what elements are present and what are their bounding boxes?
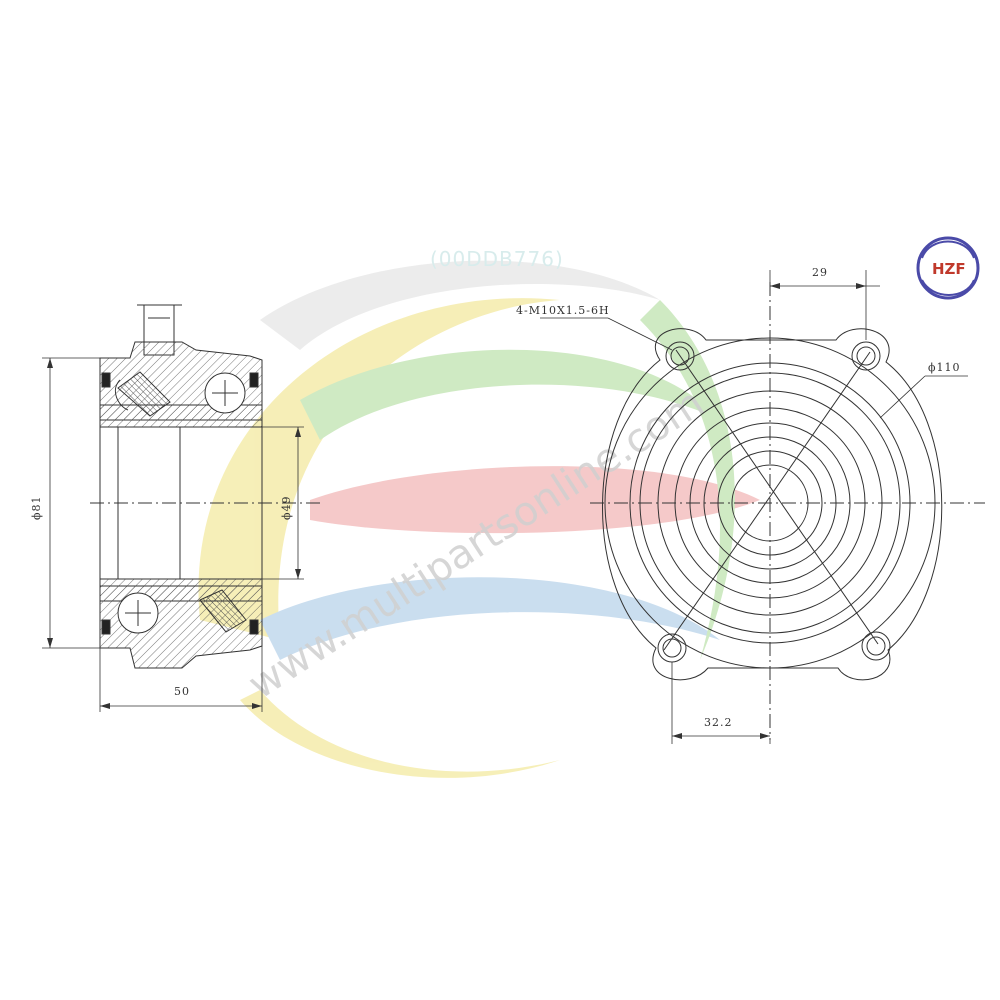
roller-bottom-right — [199, 589, 247, 633]
label-outer-diameter: ϕ81 — [30, 496, 43, 521]
bolt-hole-top-left — [665, 341, 695, 371]
watermark-swoosh-green-right — [640, 300, 735, 660]
seal-bottom-left — [101, 619, 111, 635]
label-flange-diameter: ϕ110 — [928, 361, 961, 374]
watermark-swoosh-gray — [260, 260, 660, 350]
seal-top-left — [101, 372, 111, 388]
face-view — [540, 270, 985, 744]
label-top-offset: 29 — [812, 266, 828, 279]
bolt-hole-bottom-right — [861, 631, 891, 661]
hzf-logo: HZF — [916, 236, 980, 300]
watermark-swooshes — [198, 260, 760, 778]
watermark-swoosh-green — [300, 349, 720, 440]
label-bore-diameter: ϕ49 — [280, 496, 293, 521]
logo-text: HZF — [932, 260, 966, 278]
label-width: 50 — [174, 685, 190, 698]
watermark-swoosh-yellow-low — [240, 690, 560, 778]
cross-section-view — [42, 304, 320, 712]
seal-bottom-right — [249, 619, 259, 635]
roller-top-left — [117, 371, 171, 417]
seal-top-right — [249, 372, 259, 388]
flange-outline — [602, 328, 943, 681]
logo-ring-swirl — [921, 240, 975, 296]
label-bottom-offset: 32.2 — [704, 716, 733, 729]
logo-ring-outer — [916, 236, 980, 300]
bolt-hole-top-right — [851, 341, 881, 371]
ghost-caption: (00DDB776) — [430, 247, 564, 271]
watermark-swoosh-blue — [260, 577, 720, 660]
label-bolt-spec: 4-M10X1.5-6H — [516, 304, 610, 317]
watermark-swoosh-red — [310, 466, 760, 534]
